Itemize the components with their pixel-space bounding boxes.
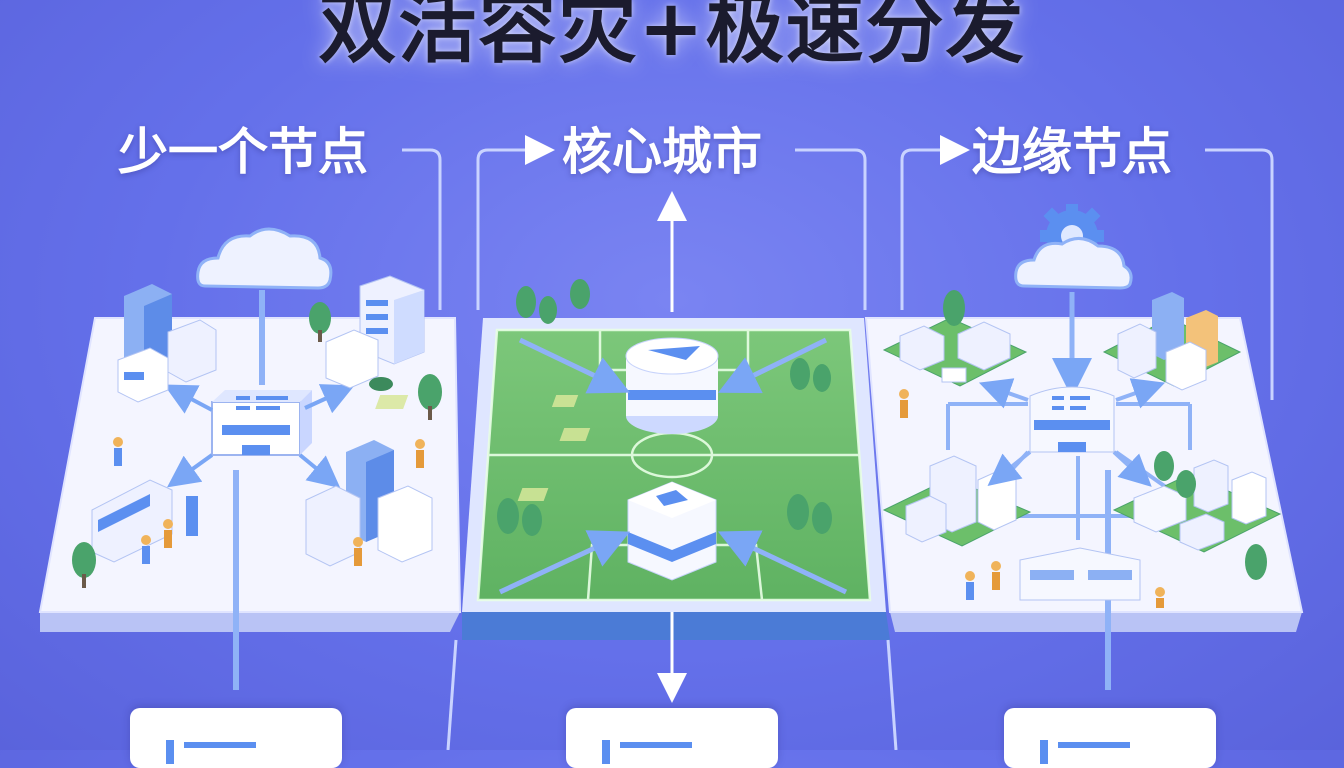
right-arrows bbox=[978, 378, 1166, 487]
left-buildings bbox=[91, 275, 433, 567]
stadium-icon bbox=[625, 337, 719, 434]
bottom-card-left bbox=[130, 708, 342, 768]
cloud-icon bbox=[196, 227, 333, 385]
bottom-card-right bbox=[1004, 708, 1216, 768]
left-hub-building bbox=[211, 390, 312, 456]
center-platform bbox=[375, 318, 890, 640]
heading-right: 边缘节点 bbox=[972, 123, 1172, 181]
page-title: 双活容灾+极速分发 bbox=[318, 0, 1026, 74]
right-buildings bbox=[899, 292, 1267, 601]
stadium-icon-lower bbox=[627, 481, 717, 581]
tree-icon bbox=[72, 302, 442, 588]
person-icon bbox=[113, 437, 425, 566]
heading-center: 核心城市 bbox=[562, 123, 762, 181]
right-hub-building bbox=[1029, 386, 1115, 453]
list-icon bbox=[166, 740, 256, 764]
list-icon bbox=[602, 740, 692, 764]
left-platform bbox=[38, 317, 462, 632]
cloud-icon-right bbox=[1014, 237, 1133, 398]
center-arrows bbox=[498, 337, 848, 595]
heading-left: 少一个节点 bbox=[118, 123, 368, 181]
bottom-card-center bbox=[566, 708, 778, 768]
left-arrows bbox=[163, 384, 355, 489]
right-trees bbox=[943, 290, 1267, 580]
right-people bbox=[899, 389, 1165, 608]
list-icon bbox=[1040, 740, 1130, 764]
diagram-scene bbox=[38, 135, 1304, 750]
center-trees bbox=[497, 279, 832, 536]
heading-connectors bbox=[402, 135, 1274, 400]
